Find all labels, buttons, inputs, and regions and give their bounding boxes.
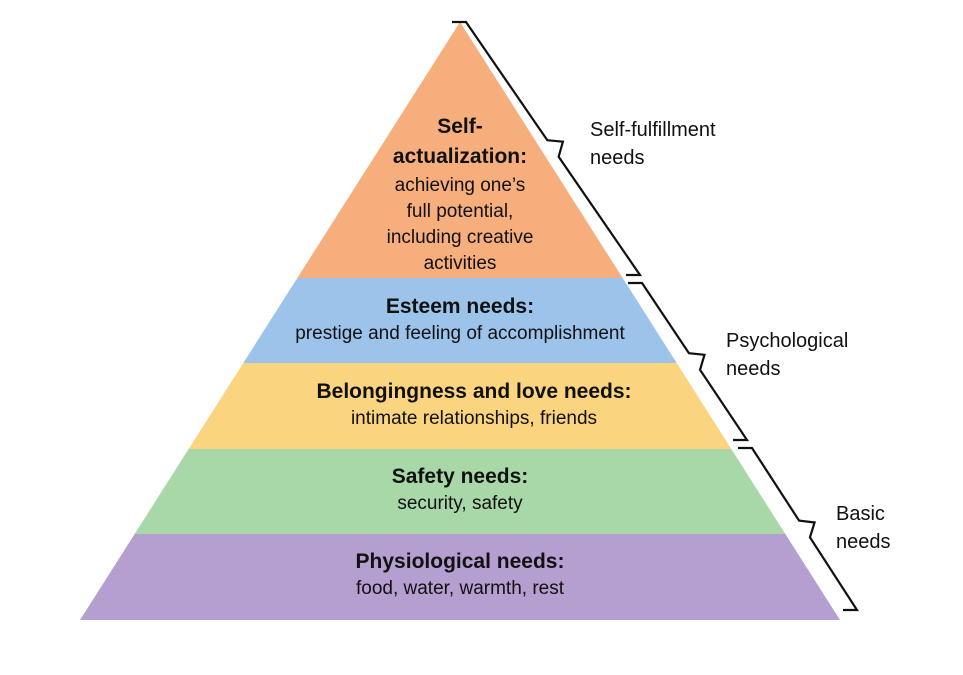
pyramid-band-belongingness	[188, 363, 732, 449]
pyramid-band-esteem	[243, 278, 677, 363]
physiological-description-line: food, water, warmth, rest	[356, 578, 565, 599]
self-actualization-description-line: full potential,	[407, 201, 514, 222]
pyramid-band-physiological	[80, 534, 840, 620]
self-fulfillment-group-label: needs	[590, 147, 645, 169]
pyramid-band-safety	[134, 449, 786, 534]
psychological-group-label: needs	[726, 358, 781, 380]
esteem-description-line: prestige and feeling of accomplishment	[295, 323, 625, 344]
self-fulfillment-bracket	[452, 20, 643, 277]
self-actualization-title-line: Self-	[437, 115, 483, 138]
self-actualization-description-line: achieving one’s	[395, 175, 526, 196]
psychological-group-label: Psychological	[726, 330, 848, 352]
self-fulfillment-group-label: Self-fulfillment	[590, 119, 716, 141]
self-actualization-description-line: including creative	[387, 227, 534, 248]
basic-group-label: Basic	[836, 503, 885, 525]
belongingness-description-line: intimate relationships, friends	[351, 408, 597, 429]
physiological-title-line: Physiological needs:	[356, 550, 565, 573]
esteem-title-line: Esteem needs:	[386, 295, 534, 318]
pyramid-band-self-actualization	[297, 22, 623, 278]
belongingness-title-line: Belongingness and love needs:	[316, 380, 631, 403]
psychological-bracket	[628, 281, 750, 442]
safety-description-line: security, safety	[397, 493, 523, 514]
basic-group-label: needs	[836, 531, 891, 553]
self-actualization-description-line: activities	[424, 253, 497, 274]
safety-title-line: Safety needs:	[392, 465, 529, 488]
self-actualization-title-line: actualization:	[393, 145, 527, 168]
basic-bracket	[738, 446, 860, 612]
